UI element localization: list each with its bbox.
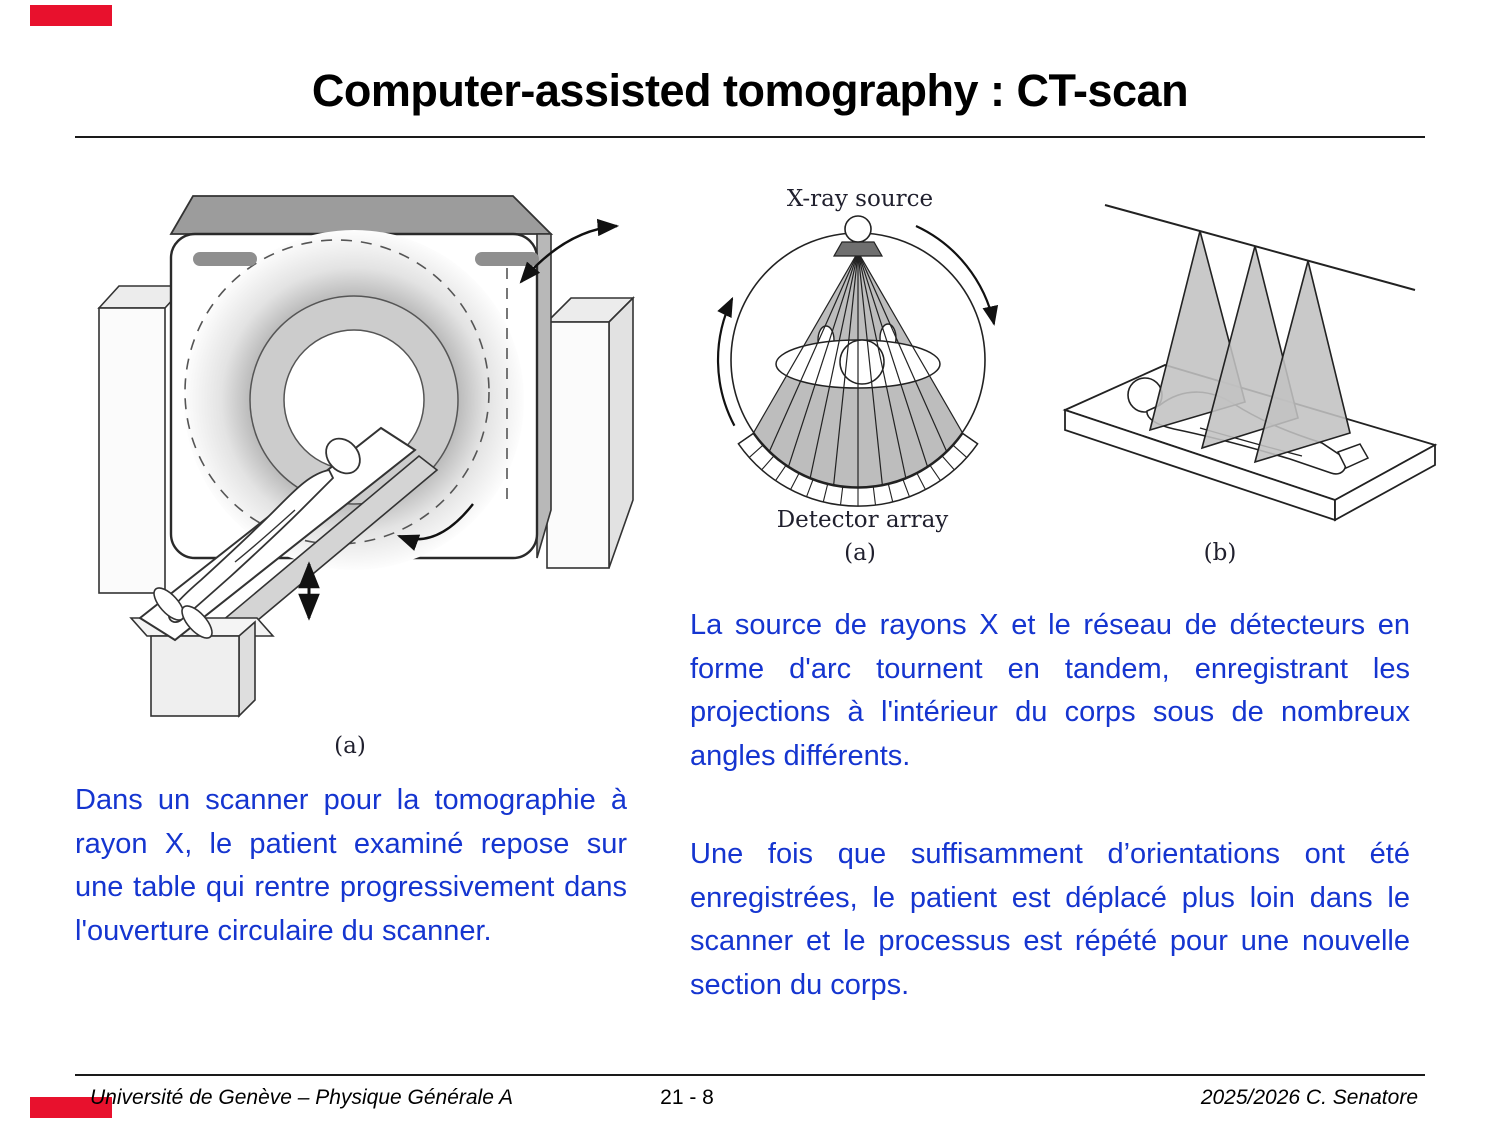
fan-beam-figure: [690, 212, 1030, 512]
right-paragraph-2: Une fois que suffisamment d’orientations…: [690, 838, 1410, 1001]
red-accent-bar-top: [30, 5, 112, 26]
right-paragraph-1: La source de rayons X et le réseau de dé…: [690, 609, 1410, 772]
page-title: Computer-assisted tomography : CT-scan: [311, 65, 1189, 116]
scanner-figure-caption: (a): [334, 733, 366, 759]
footer-page-number: 21 - 8: [660, 1086, 714, 1109]
fan-beam-figure-caption: (a): [844, 540, 876, 566]
footer-author: 2025/2026 C. Senatore: [1200, 1086, 1418, 1109]
red-accent-bar-bottom: [30, 1097, 112, 1118]
translation-scan-diagram: [1062, 204, 1438, 522]
ct-scanner-illustration: [97, 195, 635, 718]
xray-source-label: X-ray source: [786, 186, 934, 212]
left-paragraph: Dans un scanner pour la tomographie à ra…: [75, 784, 627, 947]
ct-scanner-figure: [85, 160, 655, 750]
footer-divider: [75, 1074, 1425, 1076]
fan-beam-diagram: [716, 215, 999, 507]
footer-institution: Université de Genève – Physique Générale…: [90, 1086, 513, 1109]
translation-figure-caption: (b): [1203, 540, 1237, 566]
detector-array-label: Detector array: [776, 507, 949, 533]
title-divider: [75, 136, 1425, 138]
translation-scan-figure: [1050, 190, 1450, 535]
